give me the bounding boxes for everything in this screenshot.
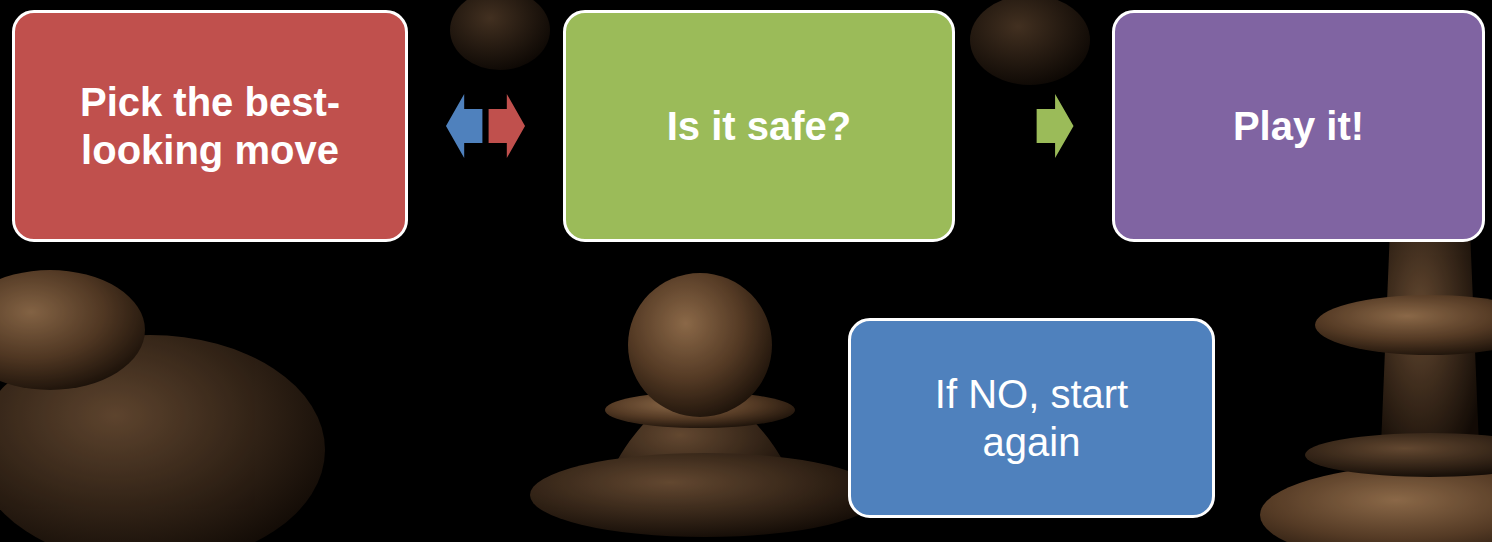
action-box: Play it!	[1112, 10, 1485, 242]
far-piece-left	[450, 0, 550, 70]
knight-piece	[0, 270, 325, 542]
king-piece	[1260, 230, 1492, 542]
flow-arrow	[489, 94, 525, 158]
far-piece-top	[970, 0, 1090, 85]
note-box: If NO, start again	[848, 318, 1215, 518]
pawn-base	[530, 453, 880, 537]
flow-arrow	[446, 94, 482, 158]
knight-head	[0, 270, 145, 390]
king-base	[1260, 465, 1492, 542]
decision-box: Is it safe?	[563, 10, 955, 242]
box-text: Is it safe?	[667, 102, 852, 150]
pawn-head	[628, 273, 772, 417]
box-text: Play it!	[1233, 102, 1364, 150]
flow-arrow	[1037, 94, 1074, 158]
box-text: If NO, start again	[891, 370, 1172, 466]
box-text: Pick the best-looking move	[33, 78, 387, 174]
pawn-piece	[530, 273, 880, 537]
step-box: Pick the best-looking move	[12, 10, 408, 242]
king-ring	[1305, 433, 1492, 477]
king-collar	[1315, 295, 1492, 355]
